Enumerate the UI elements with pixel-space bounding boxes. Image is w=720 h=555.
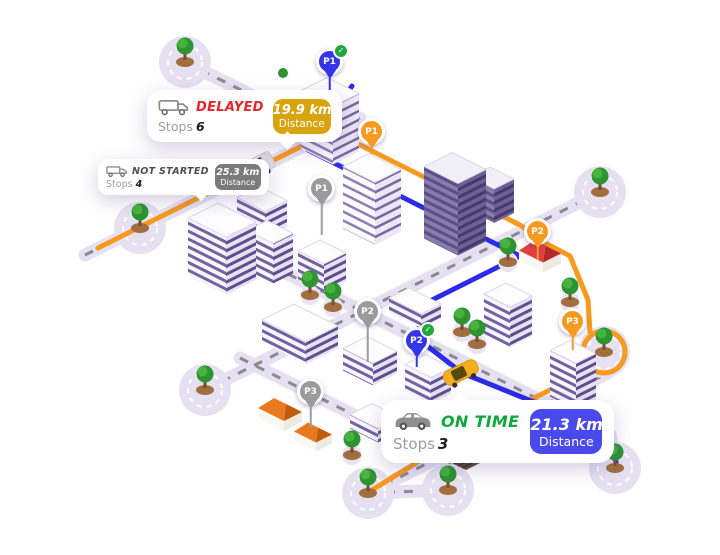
map-pin-p2-orange[interactable]: P2 bbox=[524, 218, 551, 260]
check-icon: ✓ bbox=[333, 43, 349, 59]
map-pin-p2-blue[interactable]: P2 ✓ bbox=[403, 322, 436, 367]
distance-value: 19.9 km bbox=[272, 102, 332, 118]
pin-label: P1 bbox=[315, 183, 328, 194]
pin-label: P2 bbox=[410, 335, 423, 346]
distance-badge: 25.3 km Distance bbox=[214, 164, 261, 190]
pin-stick bbox=[415, 357, 418, 367]
map-pin-p2-gray[interactable]: P2 bbox=[354, 298, 381, 362]
distance-badge: 19.9 km Distance bbox=[272, 98, 332, 134]
pin-label: P3 bbox=[566, 316, 579, 327]
distance-label: Distance bbox=[278, 117, 325, 130]
map-pin-p1-blue[interactable]: P1 ✓ bbox=[316, 43, 349, 90]
map-pin-p3-orange[interactable]: P3 bbox=[559, 308, 586, 350]
car-icon bbox=[393, 410, 433, 432]
map-pin-p1-orange[interactable]: P1 bbox=[358, 118, 385, 154]
distance-badge: 21.3 km Distance bbox=[530, 409, 603, 454]
status-text: DELAYED bbox=[196, 100, 264, 115]
stops-count: 4 bbox=[135, 178, 143, 190]
pin-stick bbox=[328, 78, 331, 90]
stops-count: 6 bbox=[195, 119, 205, 134]
truck-icon bbox=[106, 165, 128, 178]
pin-label: P2 bbox=[531, 226, 544, 237]
pin-label: P1 bbox=[365, 126, 378, 137]
pin-stick bbox=[309, 408, 312, 428]
status-text: ON TIME bbox=[441, 411, 520, 431]
stops-count: 3 bbox=[437, 435, 449, 453]
pin-stick bbox=[370, 148, 373, 154]
pin-label: P3 bbox=[304, 386, 317, 397]
pin-stick bbox=[536, 248, 539, 260]
distance-label: Distance bbox=[539, 433, 594, 449]
status-text: NOT STARTED bbox=[132, 165, 209, 177]
distance-value: 21.3 km bbox=[530, 414, 603, 434]
truck-icon bbox=[158, 98, 190, 117]
pin-stick bbox=[366, 328, 369, 362]
pin-label: P1 bbox=[323, 56, 336, 67]
distance-value: 25.3 km bbox=[216, 167, 260, 178]
pin-stick bbox=[571, 338, 574, 350]
distance-label: Distance bbox=[220, 178, 256, 187]
taxi-car bbox=[442, 359, 479, 388]
pin-stick bbox=[320, 205, 323, 235]
map-pin-p3-gray[interactable]: P3 bbox=[297, 378, 324, 428]
pin-label: P2 bbox=[361, 306, 374, 317]
map-pin-p1-gray[interactable]: P1 bbox=[308, 175, 335, 235]
check-icon: ✓ bbox=[420, 322, 436, 338]
